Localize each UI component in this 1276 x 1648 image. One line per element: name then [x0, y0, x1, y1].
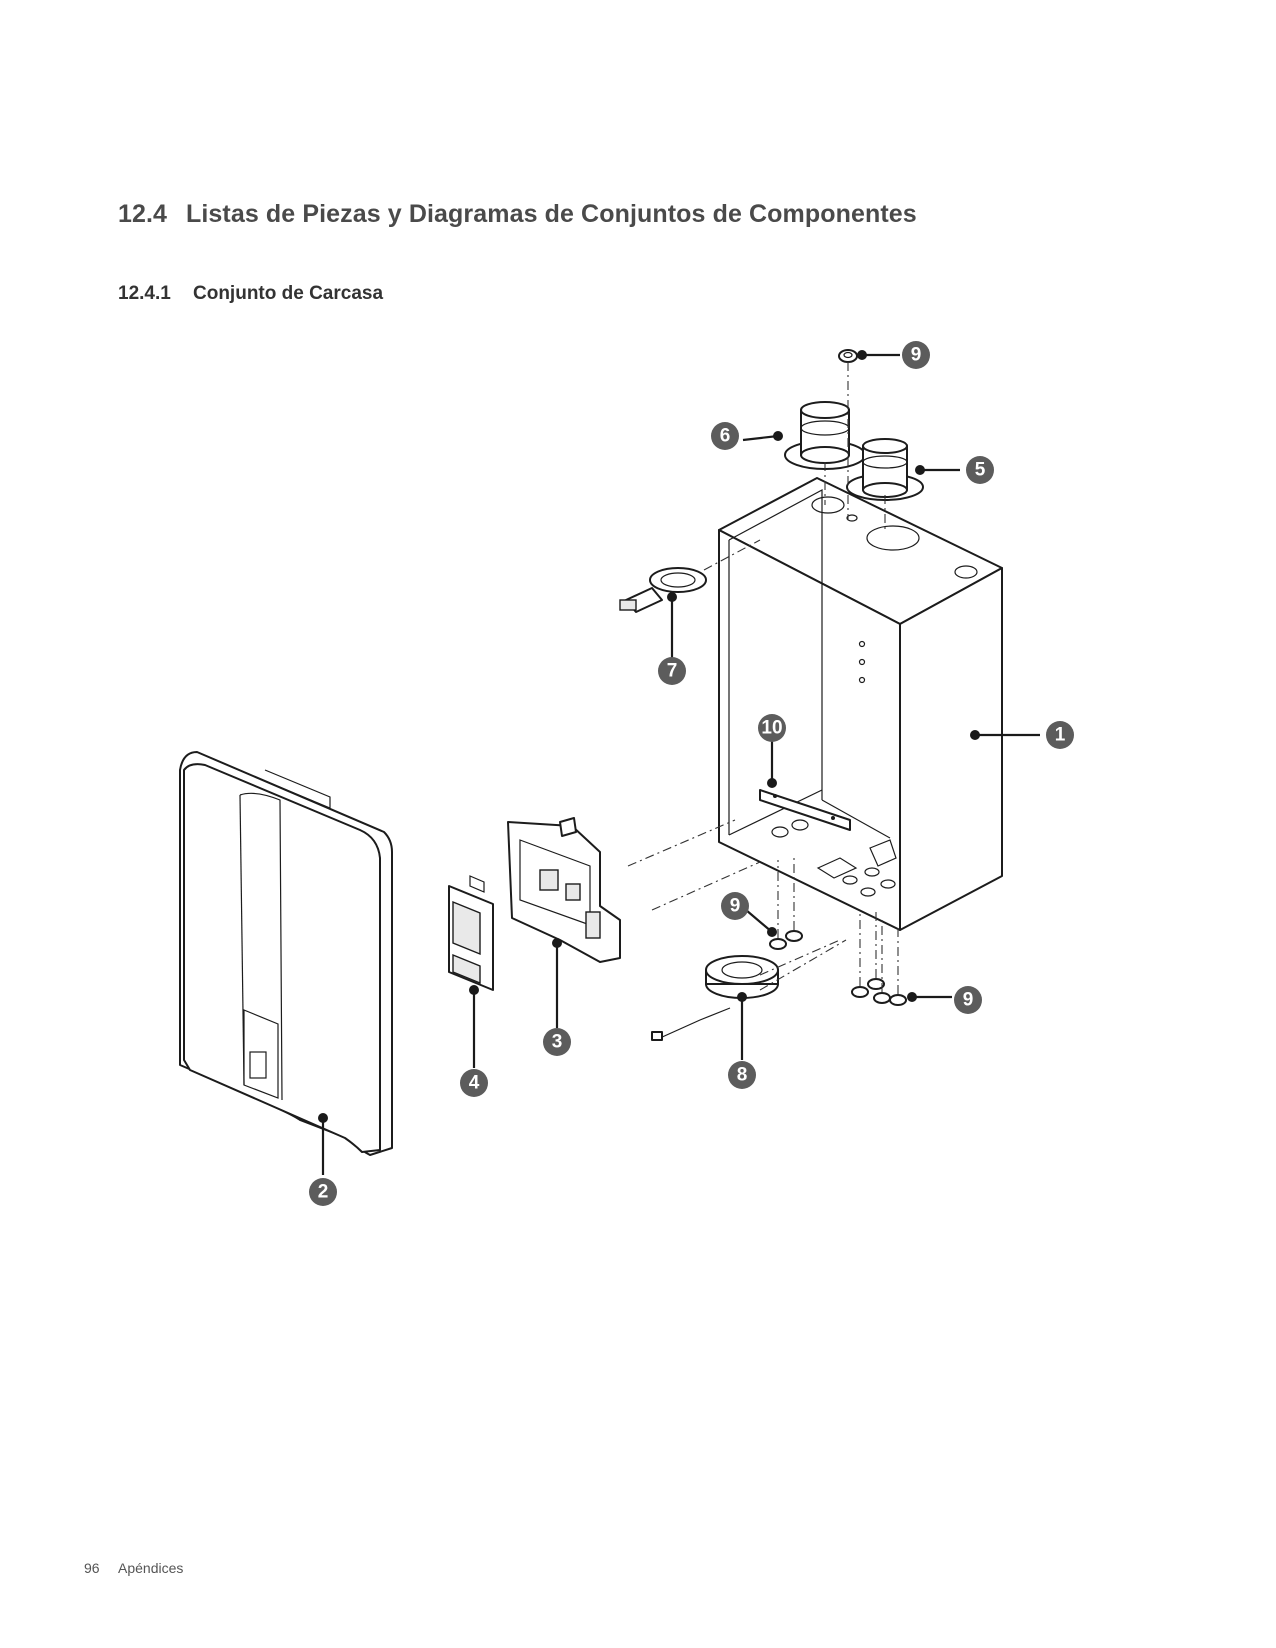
section-title: Listas de Piezas y Diagramas de Conjunto… [186, 200, 917, 228]
footer-label: Apéndices [118, 1560, 184, 1576]
callout-8: 8 [728, 1061, 756, 1089]
svg-text:8: 8 [737, 1065, 748, 1086]
svg-text:6: 6 [720, 426, 731, 447]
sensor-clip-7 [619, 567, 707, 613]
flue-adapter-6 [784, 401, 866, 470]
subsection-heading: 12.4.1 Conjunto de Carcasa [118, 283, 383, 305]
display-module-4 [448, 875, 494, 991]
svg-text:9: 9 [911, 345, 922, 366]
cabinet-housing [718, 477, 1003, 931]
callout-7: 7 [658, 657, 686, 685]
grommets-mid [769, 930, 803, 950]
callout-2: 2 [309, 1178, 337, 1206]
blower-8 [651, 955, 779, 1041]
grommets-bottom [851, 978, 907, 1006]
leader-lines [318, 350, 1040, 1175]
section-number: 12.4 [118, 200, 168, 228]
flue-adapter-5 [846, 438, 924, 501]
callout-6: 6 [711, 422, 739, 450]
control-board-3 [507, 817, 621, 963]
page-number: 96 [84, 1560, 100, 1576]
svg-text:3: 3 [552, 1032, 563, 1053]
svg-text:2: 2 [318, 1182, 329, 1203]
svg-text:7: 7 [667, 661, 678, 682]
svg-text:10: 10 [761, 718, 782, 739]
exploded-assembly-diagram: 1 2 3 4 5 6 7 8 9 10 9 9 [179, 341, 1074, 1206]
callout-9-top: 9 [902, 341, 930, 369]
assembly-dashed-lines [627, 362, 899, 994]
callout-9-mid: 9 [721, 892, 749, 920]
subsection-title: Conjunto de Carcasa [193, 283, 384, 304]
section-heading: 12.4 Listas de Piezas y Diagramas de Conj… [118, 200, 917, 229]
svg-text:4: 4 [469, 1073, 480, 1094]
callout-3: 3 [543, 1028, 571, 1056]
callout-4: 4 [460, 1069, 488, 1097]
callout-1: 1 [1046, 721, 1074, 749]
front-cover [179, 751, 393, 1156]
page-footer: 96 Apéndices [84, 1560, 183, 1576]
svg-text:5: 5 [975, 460, 986, 481]
svg-text:9: 9 [963, 990, 974, 1011]
bottom-bracket [759, 789, 851, 831]
svg-text:9: 9 [730, 896, 741, 917]
callout-9-bottom: 9 [954, 986, 982, 1014]
callout-5: 5 [966, 456, 994, 484]
svg-text:1: 1 [1055, 725, 1066, 746]
grommet-top [838, 349, 858, 363]
callout-10: 10 [758, 714, 786, 742]
subsection-number: 12.4.1 [118, 283, 171, 304]
